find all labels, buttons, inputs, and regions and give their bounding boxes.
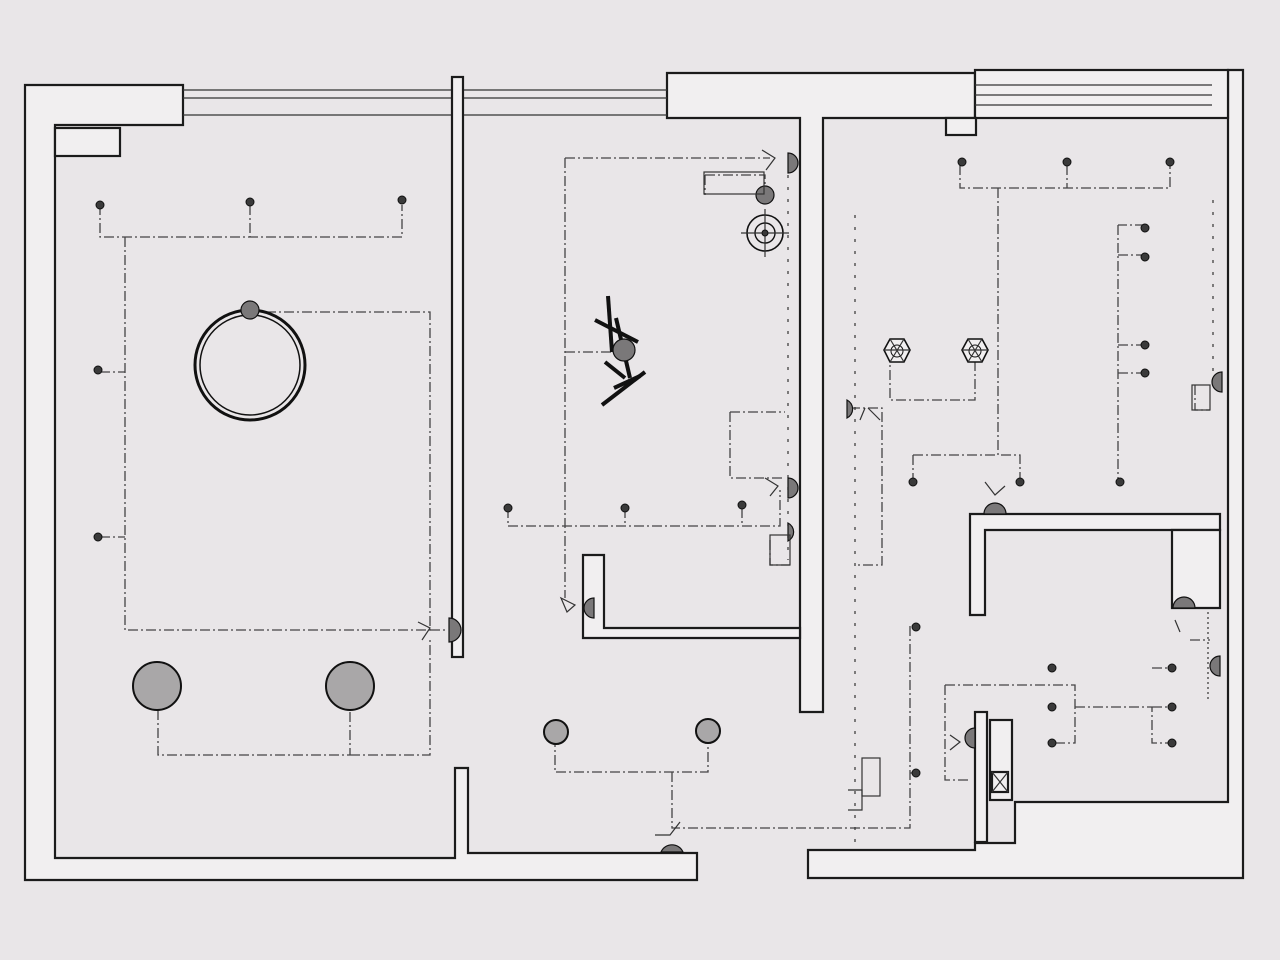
ceiling-point — [1167, 702, 1177, 712]
chandelier-ring — [193, 308, 307, 422]
bathroom-wall-top — [968, 512, 1222, 617]
ceiling-point — [1140, 252, 1150, 262]
ceiling-point — [911, 622, 921, 632]
ceiling-point — [1167, 738, 1177, 748]
ceiling-point — [245, 197, 255, 207]
wall-lamp — [325, 661, 375, 711]
switch — [660, 844, 684, 853]
wiring — [99, 157, 1210, 829]
ceiling-point — [1047, 702, 1057, 712]
floor-lamp — [543, 719, 569, 745]
outer-walls — [23, 68, 1245, 882]
ceiling-point — [93, 532, 103, 542]
ceiling-point — [1047, 738, 1057, 748]
window-right — [973, 68, 1230, 120]
ceiling-point — [1140, 340, 1150, 350]
switch — [787, 522, 795, 542]
switch — [1209, 655, 1221, 677]
ceiling-point — [397, 195, 407, 205]
ceiling-point — [620, 503, 630, 513]
switch — [787, 477, 799, 499]
trim-lines — [787, 175, 1214, 850]
ceiling-point — [1167, 663, 1177, 673]
chandelier-ring-inner — [199, 314, 301, 416]
ceiling-point — [737, 500, 747, 510]
switch — [448, 617, 462, 643]
interior-walls — [450, 75, 1222, 844]
switch — [583, 597, 595, 619]
ceiling-point — [1115, 477, 1125, 487]
switch — [787, 152, 799, 174]
chandelier-mount — [240, 300, 260, 320]
ceiling-point — [1015, 477, 1025, 487]
partition-middle — [581, 553, 802, 640]
wall-lamp — [132, 661, 182, 711]
bathroom-wall-left — [973, 710, 989, 844]
fixtures — [132, 185, 989, 745]
switch — [964, 727, 976, 749]
ceiling-point — [95, 200, 105, 210]
ceiling-point — [1140, 368, 1150, 378]
pendant-mount — [612, 338, 636, 362]
partition-left — [450, 75, 465, 659]
switch — [983, 502, 1007, 515]
ceiling-point — [1062, 157, 1072, 167]
switch — [846, 399, 854, 419]
switches — [417, 149, 1223, 853]
ceiling-point — [957, 157, 967, 167]
ceiling-point — [1140, 223, 1150, 233]
ceiling-point — [911, 768, 921, 778]
ceiling-point — [1165, 157, 1175, 167]
bathroom-box — [1170, 528, 1222, 610]
fan — [883, 338, 911, 363]
ceiling-points — [93, 157, 1177, 778]
ceiling-point — [503, 503, 513, 513]
switch — [1211, 371, 1223, 393]
switch — [1172, 596, 1196, 609]
spot-light — [755, 185, 775, 205]
ceiling-point — [93, 365, 103, 375]
fan — [961, 338, 989, 363]
ceiling-point — [1047, 663, 1057, 673]
floor-lamp — [695, 718, 721, 744]
ceiling-point — [908, 477, 918, 487]
